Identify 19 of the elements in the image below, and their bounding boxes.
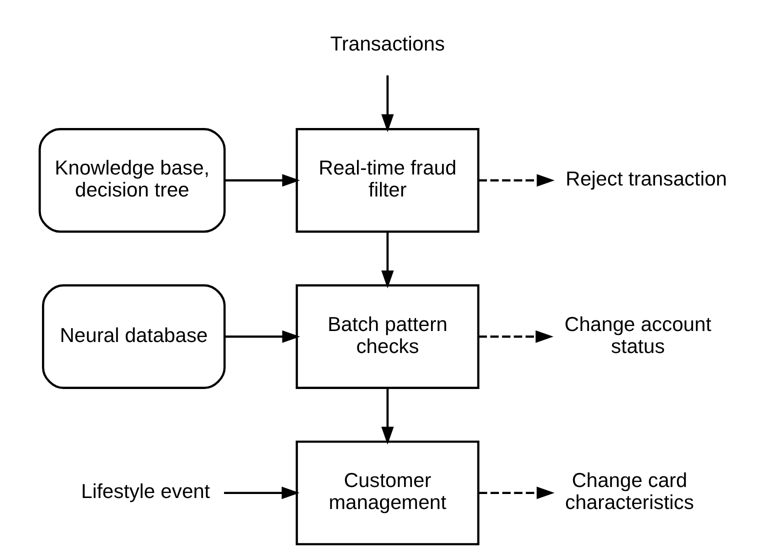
node-box: Batch pattern checks bbox=[296, 284, 480, 389]
arrow bbox=[478, 486, 555, 500]
arrow bbox=[224, 174, 300, 187]
arrow bbox=[381, 232, 394, 288]
node-box: Neural database bbox=[42, 284, 226, 389]
arrow bbox=[381, 388, 394, 445]
node-text: Change card characteristics bbox=[565, 470, 694, 514]
node-text: Lifestyle event bbox=[81, 481, 210, 504]
node-box: Knowledge base, decision tree bbox=[38, 128, 226, 233]
arrow bbox=[478, 174, 555, 187]
arrow bbox=[478, 330, 554, 343]
arrow bbox=[381, 75, 394, 132]
arrow bbox=[224, 486, 300, 500]
node-text: Reject transaction bbox=[566, 168, 728, 191]
node-text: Change account status bbox=[564, 314, 712, 358]
arrow bbox=[225, 330, 300, 343]
node-box: Real-time fraud filter bbox=[296, 128, 480, 233]
node-text: Transactions bbox=[330, 33, 445, 56]
node-box: Customer management bbox=[296, 440, 480, 546]
